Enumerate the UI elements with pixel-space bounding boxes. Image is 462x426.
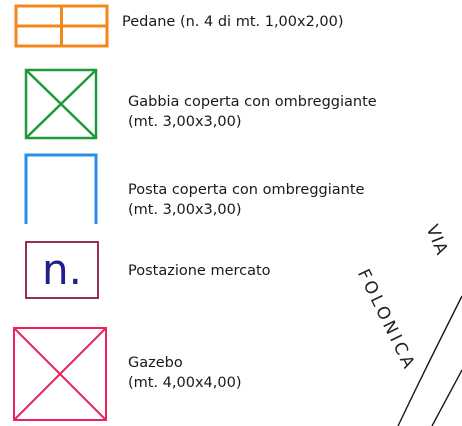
gazebo-label: Gazebo (mt. 4,00x4,00) <box>128 353 242 393</box>
posta-label-line2: (mt. 3,00x3,00) <box>128 202 242 218</box>
road-edge-lines <box>397 295 462 426</box>
market-stall-box-icon <box>25 241 99 299</box>
gabbia-label-line1: Gabbia coperta con ombreggiante <box>128 94 377 110</box>
gabbia-label-line2: (mt. 3,00x3,00) <box>128 114 242 130</box>
postazione-label: Postazione mercato <box>128 261 271 281</box>
market-stall-marker: n. <box>42 245 82 294</box>
gazebo-crossed-square-icon <box>13 327 107 421</box>
gabbia-label: Gabbia coperta con ombreggiante (mt. 3,0… <box>128 92 377 132</box>
road-edge-right <box>431 369 462 426</box>
road-edge-left <box>397 295 462 426</box>
gazebo-label-line1: Gazebo <box>128 355 183 371</box>
pedane-grid-icon <box>14 4 109 48</box>
posta-open-square-icon <box>24 153 98 224</box>
gazebo-label-line2: (mt. 4,00x4,00) <box>128 375 242 391</box>
posta-label: Posta coperta con ombreggiante (mt. 3,00… <box>128 180 364 220</box>
pedane-label: Pedane (n. 4 di mt. 1,00x2,00) <box>122 12 344 32</box>
posta-label-line1: Posta coperta con ombreggiante <box>128 182 365 198</box>
postazione-label-text: Postazione mercato <box>128 263 271 279</box>
gabbia-crossed-square-icon <box>24 68 98 140</box>
pedane-label-text: Pedane (n. 4 di mt. 1,00x2,00) <box>122 14 344 30</box>
